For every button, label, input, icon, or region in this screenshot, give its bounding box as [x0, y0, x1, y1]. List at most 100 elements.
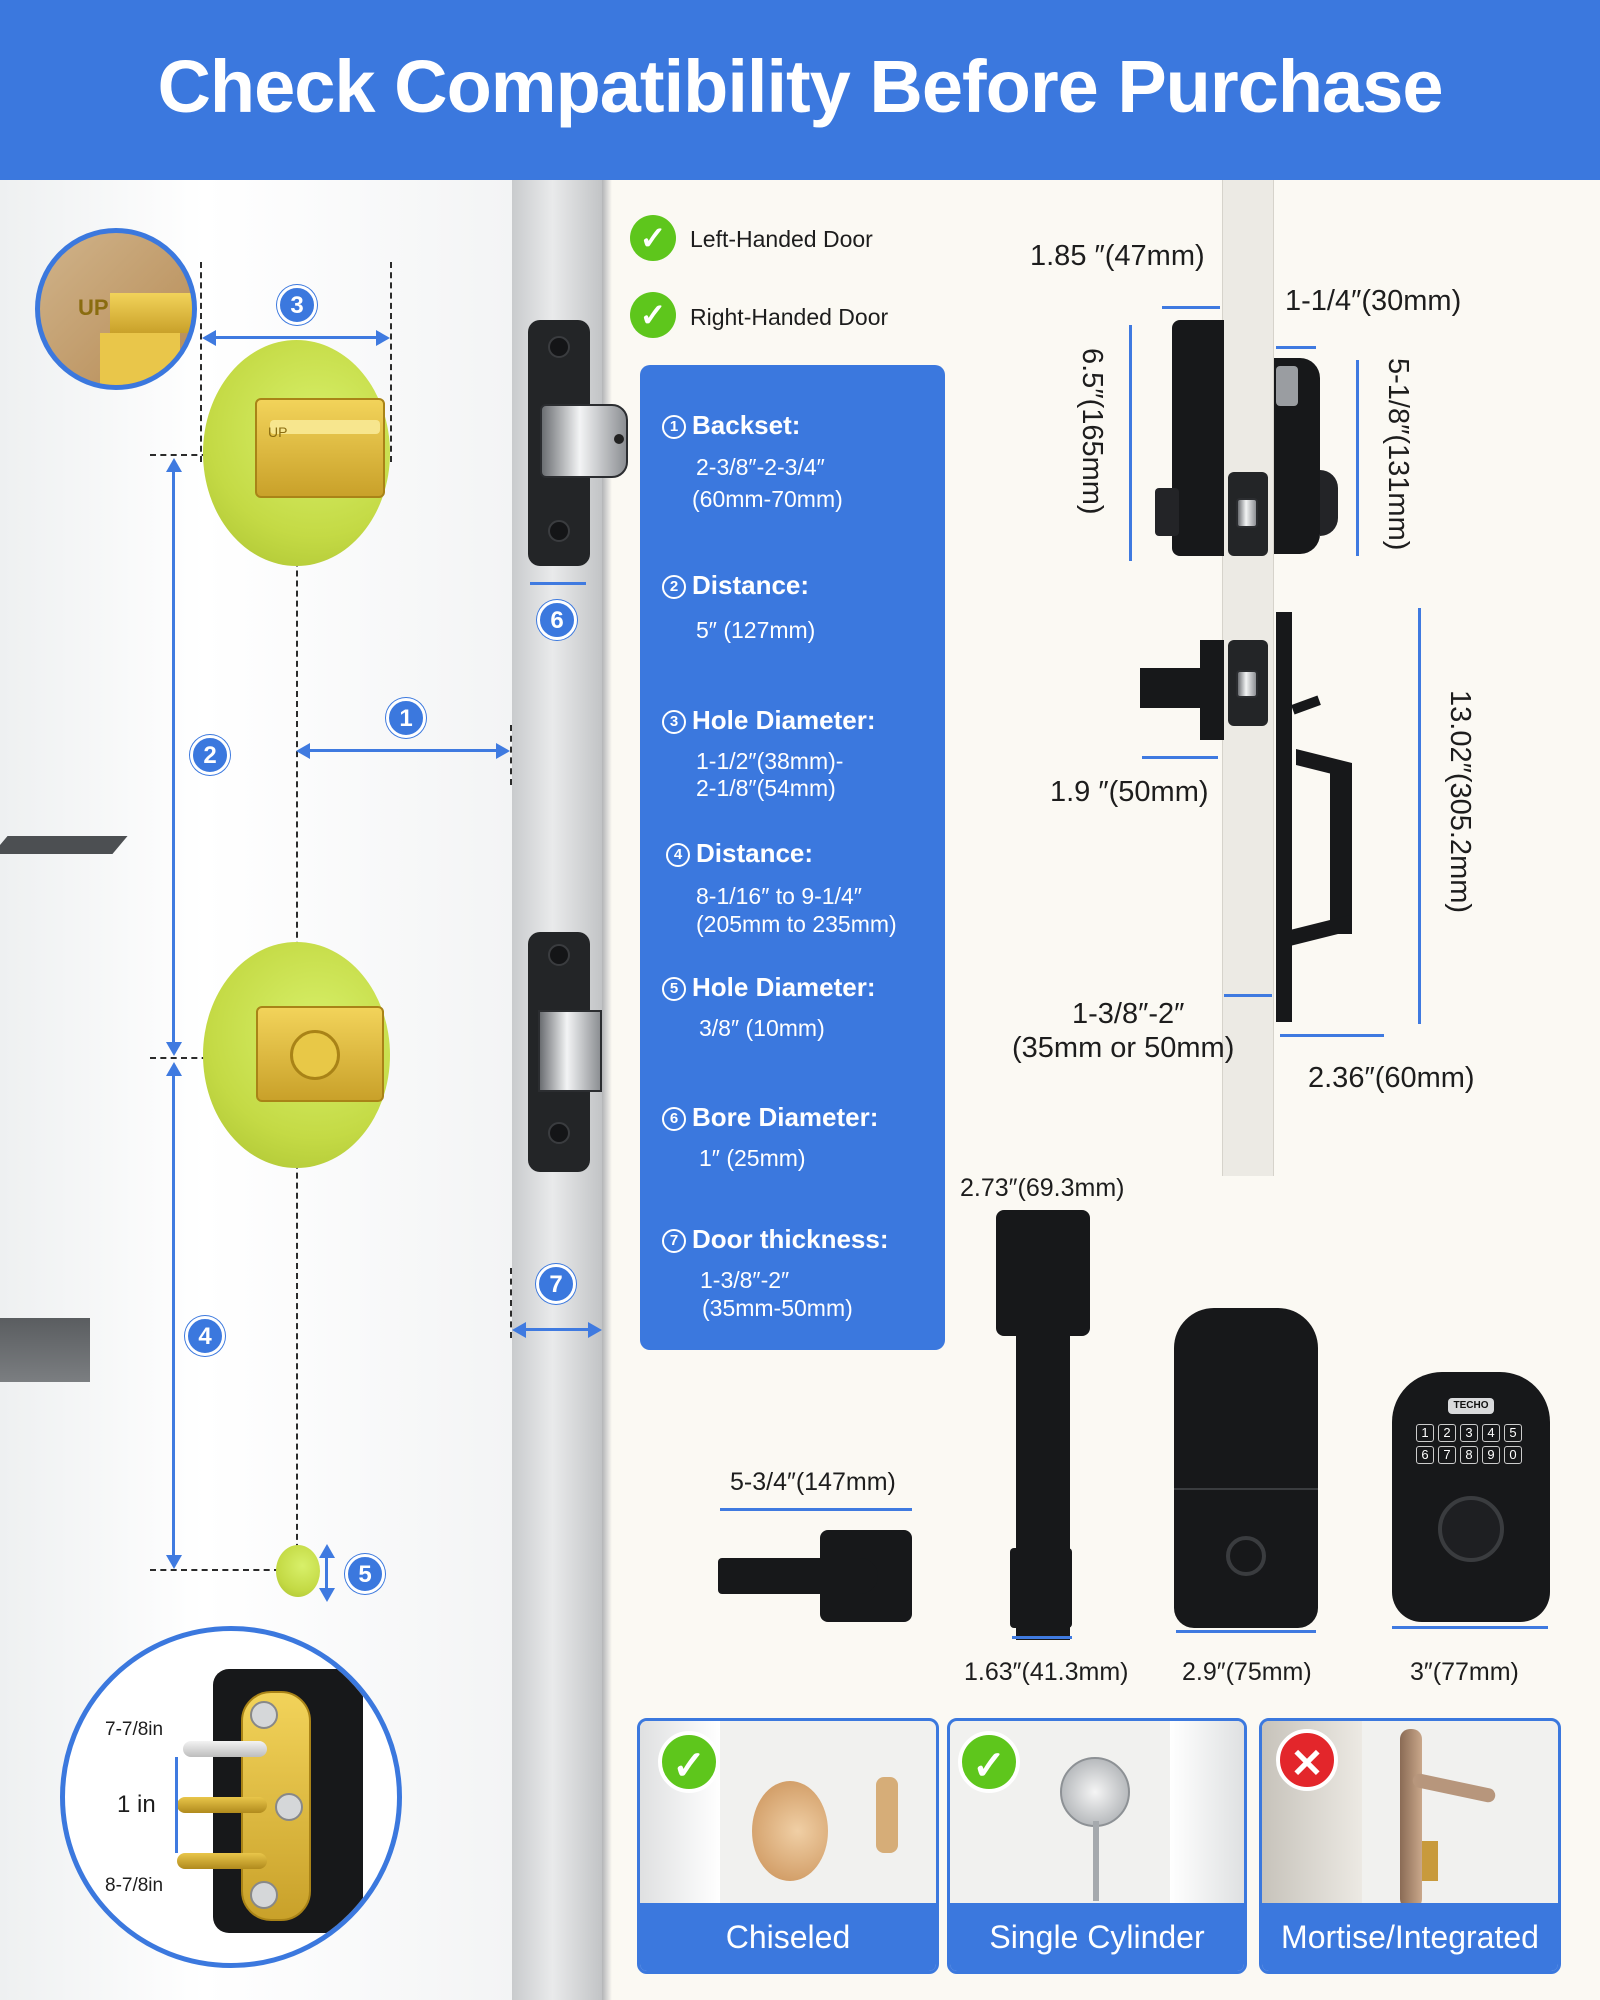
screw-icon: [275, 1793, 303, 1821]
keypad-brand-label: TECHO: [1448, 1398, 1494, 1414]
handleset-base: [1010, 1548, 1072, 1628]
keypad-key: 8: [1460, 1446, 1478, 1464]
screw-icon: [548, 336, 570, 358]
screw-side: [177, 1853, 267, 1869]
screw-icon: [548, 944, 570, 966]
variant-door-edge: [1170, 1721, 1244, 1911]
latch-detail-inset: UP: [35, 228, 197, 390]
keypad-key: 5: [1504, 1424, 1522, 1442]
dim-line-handle-projection: [1142, 756, 1218, 759]
screw-icon: [250, 1701, 278, 1729]
dim-line-deadbolt-depth: [1162, 306, 1220, 309]
spec-number: 5: [662, 977, 686, 1001]
spec-value-line: 2-1/8″(54mm): [696, 775, 836, 801]
dim-door-thickness-2: (35mm or 50mm): [1012, 1032, 1235, 1064]
latch-up-label: UP: [268, 424, 288, 440]
arrow-down-icon: [166, 1555, 182, 1569]
latch-spindle: [290, 1030, 340, 1080]
variant-label: Single Cylinder: [950, 1903, 1244, 1971]
spec-value-line: 2-3/8″-2-3/4″: [696, 454, 825, 480]
handle-grip-bottom: [1292, 914, 1352, 946]
marker-badge: 7: [536, 1264, 576, 1304]
guide-line: [390, 262, 392, 462]
screw-side: [183, 1741, 267, 1757]
variant-chiseled: ✓ Chiseled: [637, 1718, 939, 1974]
dim-line-handle-depth: [1280, 1034, 1384, 1037]
marker-badge: 2: [190, 735, 230, 775]
handle-grip: [1330, 764, 1352, 934]
variant-mortise-plate: [1400, 1729, 1422, 1909]
cross-icon: ✕: [1276, 1729, 1338, 1791]
arrow-up-icon: [319, 1544, 335, 1558]
check-icon: ✓: [630, 292, 676, 338]
latch-slot: [270, 420, 380, 434]
arrow-up-icon: [166, 458, 182, 472]
variant-cylinder-knob: [1060, 1757, 1130, 1827]
screw-icon: [548, 520, 570, 542]
compat-right-handed: Right-Handed Door: [690, 304, 889, 330]
strike-label-bottom: 8-7/8in: [105, 1875, 164, 1896]
screw-side: [177, 1797, 267, 1813]
arrow-right-icon: [496, 743, 510, 759]
dim-line-lever-length: [720, 1508, 912, 1511]
spec-number: 7: [662, 1229, 686, 1253]
header-banner: [0, 0, 1600, 180]
latch-detail-plate: [100, 333, 180, 385]
guide-line: [200, 262, 202, 462]
variant-key: [1093, 1821, 1099, 1901]
latch-detail-up-label: UP: [78, 295, 109, 320]
spec-title-text: Hole Diameter:: [692, 972, 876, 1002]
dim-line-hole-diameter: [206, 336, 386, 339]
handle-latch-body: [1200, 640, 1224, 740]
strike-label-top: 7-7/8in: [105, 1719, 164, 1740]
keypad-key: 7: [1438, 1446, 1456, 1464]
spec-title-text: Bore Diameter:: [692, 1102, 879, 1132]
check-icon: ✓: [958, 1731, 1020, 1793]
spec-value-line: 1″ (25mm): [699, 1145, 806, 1171]
keypad-key: 0: [1504, 1446, 1522, 1464]
arrow-right-icon: [588, 1322, 602, 1338]
dim-line-distance-4: [172, 1066, 175, 1562]
spec-value-line: 3/8″ (10mm): [699, 1015, 825, 1041]
handle-bolt-side: [1236, 670, 1258, 698]
spec-title-text: Hole Diameter:: [692, 705, 876, 735]
variant-mortise: ✕ Mortise/Integrated: [1259, 1718, 1561, 1974]
keypad-key: 2: [1438, 1424, 1456, 1442]
deadbolt-bolt-side: [1236, 498, 1258, 528]
deadbolt-thumb: [1155, 488, 1179, 536]
lever-handle: [718, 1558, 878, 1594]
screw-icon: [250, 1881, 278, 1909]
dim-lever-length: 5-3/4″(147mm): [730, 1468, 896, 1496]
dim-deadbolt-depth: 1.85 ″(47mm): [1030, 240, 1205, 272]
arrow-left-icon: [512, 1322, 526, 1338]
door-panel-molding: [0, 1318, 90, 1382]
spec-panel: [640, 365, 945, 1350]
handle-latch-bar: [1140, 668, 1200, 708]
marker-badge: 1: [386, 698, 426, 738]
keypad-key: 6: [1416, 1446, 1434, 1464]
dim-line-small-hole: [325, 1550, 328, 1590]
keypad-key: 9: [1482, 1446, 1500, 1464]
dim-keypad-width: 3″(77mm): [1410, 1658, 1519, 1686]
strike-label-middle: 1 in: [117, 1791, 156, 1818]
dim-line-keypad-width: [1392, 1626, 1548, 1629]
guide-line: [510, 1268, 512, 1338]
spec-number: 3: [662, 710, 686, 734]
deadbolt-thumb-turn: [1320, 470, 1338, 536]
dim-handle-projection: 1.9 ″(50mm): [1050, 776, 1209, 808]
spec-title-text: Door thickness:: [692, 1224, 889, 1254]
check-icon: ✓: [630, 215, 676, 261]
marker-badge: 6: [537, 600, 577, 640]
variant-single-cylinder: ✓ Single Cylinder: [947, 1718, 1247, 1974]
dim-line-grip-width: [1012, 1636, 1072, 1639]
arrow-up-icon: [166, 1062, 182, 1076]
guide-line: [150, 1569, 280, 1571]
door-panel-molding: [0, 836, 128, 854]
spec-title-text: Distance:: [696, 838, 814, 868]
arrow-down-icon: [166, 1042, 182, 1056]
